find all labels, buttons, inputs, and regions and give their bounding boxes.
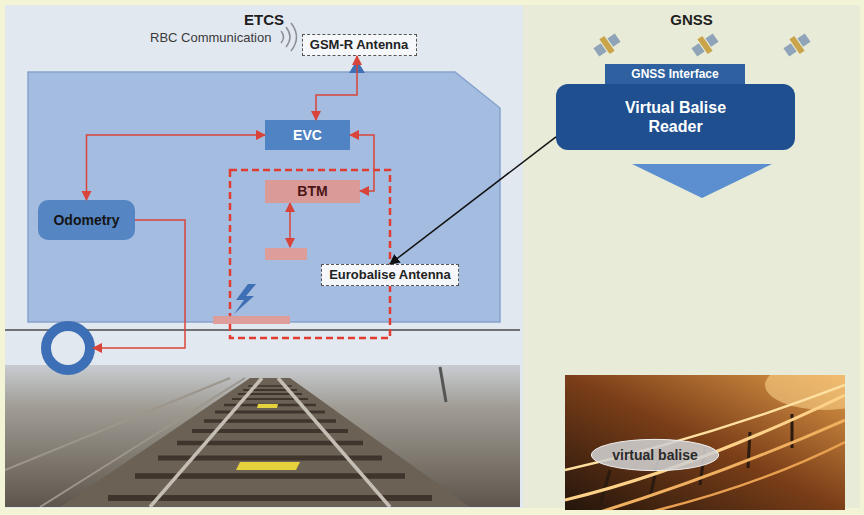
etcs-panel: ETCS GSM-R AntennaEVC BTM OdometryEurobalis…: [5, 5, 523, 508]
node-text: EVC: [293, 127, 322, 144]
balise-block: [213, 316, 290, 324]
node-text: Virtual Balise Reader: [601, 98, 751, 136]
signal-symbol: [234, 284, 256, 314]
antenna-wire: [289, 203, 291, 247]
wheel: [46, 326, 90, 370]
antenna-label-box: Eurobalise Antenna: [321, 264, 459, 286]
balise-system-frame: [230, 170, 390, 338]
odometry-box: Odometry: [38, 200, 135, 240]
antenna-symbol: [349, 60, 365, 73]
btm-box: BTM: [265, 180, 360, 203]
evc-box: EVC: [265, 120, 350, 150]
reader-box: Virtual Balise Reader: [556, 84, 795, 150]
satellite-icons: [591, 30, 813, 60]
node-text: Odometry: [53, 212, 119, 229]
connector-arrow: [390, 137, 556, 264]
panel-heading: ETCS: [244, 11, 284, 29]
train-body: [28, 72, 500, 322]
curved-track-photo: [565, 375, 845, 510]
virtual-balise-ellipse: virtual balise: [590, 438, 720, 472]
antenna-block: [265, 248, 307, 260]
caption-text: RBC Communication: [150, 30, 271, 45]
connector-arrow: [87, 135, 266, 200]
connector-arrow: [350, 135, 374, 191]
down-arrow: [632, 164, 772, 198]
gnss-panel: GNSS GNSS InterfaceVirtual Balise Reader v…: [523, 5, 860, 508]
interface-tab: GNSS Interface: [605, 64, 745, 85]
node-text: Eurobalise Antenna: [329, 267, 451, 283]
track-photo: [5, 365, 520, 507]
node-text: BTM: [297, 183, 327, 200]
node-text: GNSS Interface: [631, 67, 718, 81]
panel-heading: GNSS: [670, 11, 713, 29]
node-text: virtual balise: [612, 447, 698, 464]
ground-line: [5, 329, 520, 331]
node-text: GSM-R Antenna: [310, 37, 408, 53]
antenna-label-box: GSM-R Antenna: [302, 34, 417, 56]
connector-arrow: [316, 56, 357, 120]
